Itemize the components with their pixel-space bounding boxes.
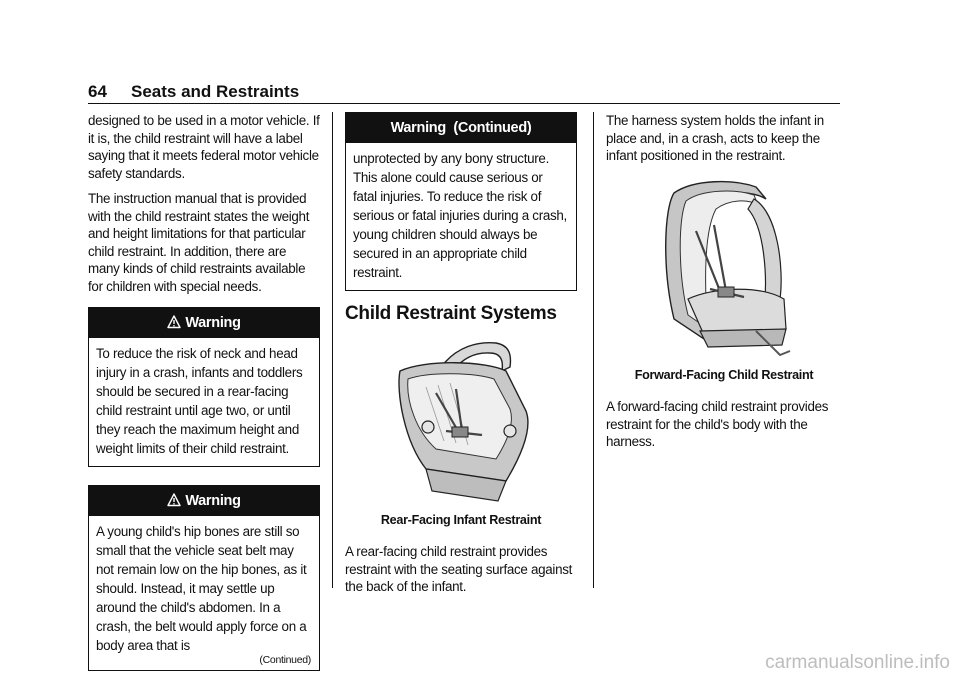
- page-header: 64 Seats and Restraints: [88, 82, 840, 106]
- rear-facing-infant-seat-illustration: [398, 341, 529, 502]
- warning-box: Warning (Continued) unprotected by any b…: [345, 112, 577, 291]
- warning-box: Warning A young child's hip bones are st…: [88, 485, 320, 671]
- column-2: Warning (Continued) unprotected by any b…: [345, 112, 577, 604]
- section-title: Seats and Restraints: [131, 82, 300, 101]
- warning-title: Warning: [185, 315, 241, 331]
- warning-title: Warning: [185, 493, 241, 509]
- warning-box: Warning To reduce the risk of neck and h…: [88, 307, 320, 467]
- header-rule: [88, 103, 840, 104]
- column-3: The harness system holds the infant in p…: [606, 112, 842, 459]
- paragraph: A rear-facing child restraint provides r…: [345, 544, 573, 594]
- warning-body: unprotected by any bony structure. This …: [353, 151, 567, 280]
- warning-body: To reduce the risk of neck and head inju…: [96, 346, 303, 456]
- paragraph: designed to be used in a motor vehicle. …: [88, 113, 320, 181]
- warning-header: Warning: [89, 308, 319, 338]
- warning-icon: [167, 493, 182, 507]
- column-1: designed to be used in a motor vehicle. …: [88, 112, 320, 685]
- paragraph: The instruction manual that is provided …: [88, 191, 310, 294]
- paragraph: The harness system holds the infant in p…: [606, 113, 824, 163]
- warning-body: A young child's hip bones are still so s…: [96, 524, 307, 653]
- warning-header: Warning: [89, 486, 319, 516]
- warning-header: Warning (Continued): [346, 113, 576, 143]
- forward-facing-child-seat-illustration: [665, 180, 791, 356]
- column-divider-1: [332, 112, 333, 588]
- page-number: 64: [88, 82, 107, 101]
- figure-caption: Forward-Facing Child Restraint: [634, 367, 814, 382]
- figure-caption: Rear-Facing Infant Restraint: [380, 512, 542, 527]
- column-divider-2: [593, 112, 594, 588]
- continued-label: (Continued): [259, 654, 311, 666]
- paragraph: A forward-facing child restraint provide…: [606, 399, 829, 449]
- section-heading: Child Restraint Systems: [345, 303, 557, 324]
- watermark: carmanualsonline.info: [765, 652, 950, 673]
- warning-icon: [167, 315, 182, 329]
